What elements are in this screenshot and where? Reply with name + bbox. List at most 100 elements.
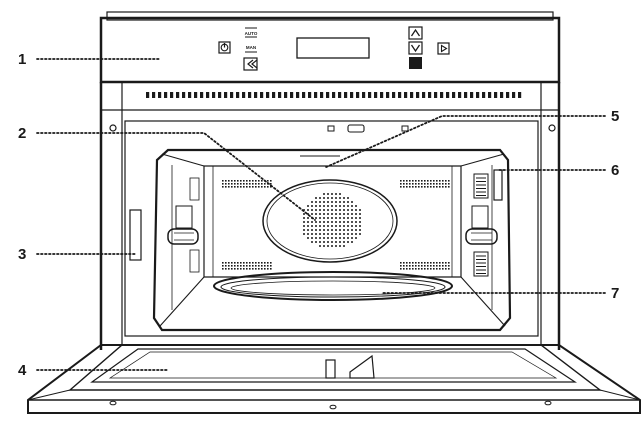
back-button[interactable]	[243, 57, 258, 71]
fan-grill-hole	[315, 237, 317, 239]
fan-grill-hole	[327, 233, 329, 235]
fan-grill-hole	[323, 201, 325, 203]
grill-dot	[249, 183, 251, 185]
waveguide-cover	[493, 169, 503, 201]
vent-slot	[152, 92, 156, 98]
fan-grill-hole	[331, 229, 333, 231]
fan-grill-hole	[311, 237, 313, 239]
grill-dot	[415, 183, 417, 185]
grill-dot	[261, 183, 263, 185]
callout-6: 6	[611, 162, 619, 179]
grill-dot	[427, 268, 429, 270]
vent-slot	[170, 92, 174, 98]
grill-dot	[225, 265, 227, 267]
fan-grill-hole	[339, 237, 341, 239]
grill-dot	[225, 186, 227, 188]
grill-dot	[261, 268, 263, 270]
fan-grill-hole	[323, 225, 325, 227]
grill-dot	[267, 180, 269, 182]
grill-dot	[255, 265, 257, 267]
fan-grill-hole	[327, 201, 329, 203]
grill-dot	[231, 265, 233, 267]
fan-grill-hole	[355, 233, 357, 235]
power-button[interactable]	[218, 41, 231, 54]
fan-grill-hole	[323, 245, 325, 247]
vent-slot	[146, 92, 150, 98]
fan-grill-hole	[331, 245, 333, 247]
fan-grill-hole	[335, 225, 337, 227]
grill-dot	[237, 180, 239, 182]
vent-slot	[440, 92, 444, 98]
fan-grill-hole	[323, 197, 325, 199]
grill-dot	[267, 262, 269, 264]
fan-grill-hole	[327, 197, 329, 199]
fan-grill-hole	[319, 213, 321, 215]
grill-dot	[246, 265, 248, 267]
fan-grill-hole	[303, 229, 305, 231]
grill-dot	[264, 265, 266, 267]
grill-dot	[424, 180, 426, 182]
fan-grill-hole	[303, 221, 305, 223]
grill-dot	[412, 186, 414, 188]
grill-dot	[231, 268, 233, 270]
fan-grill-hole	[319, 209, 321, 211]
up-button[interactable]	[408, 26, 423, 40]
grill-dot	[421, 183, 423, 185]
callout-2: 2	[18, 125, 26, 142]
grill-dot	[270, 262, 272, 264]
fan-grill-hole	[315, 241, 317, 243]
grill-dot	[270, 186, 272, 188]
grill-dot	[436, 262, 438, 264]
fan-grill-hole	[351, 233, 353, 235]
ok-button[interactable]	[409, 57, 422, 69]
callout-4: 4	[18, 362, 27, 379]
grill-dot	[418, 183, 420, 185]
fan-grill-hole	[331, 205, 333, 207]
grill-dot	[237, 183, 239, 185]
grill-dot	[261, 262, 263, 264]
fan-grill-hole	[311, 241, 313, 243]
fan-grill-hole	[351, 237, 353, 239]
fan-grill-hole	[339, 225, 341, 227]
fan-grill-hole	[339, 201, 341, 203]
grill-dot	[267, 186, 269, 188]
grill-dot	[403, 268, 405, 270]
grill-dot	[231, 262, 233, 264]
down-button[interactable]	[408, 41, 423, 55]
door[interactable]	[27, 344, 641, 414]
vent-slot	[164, 92, 168, 98]
vent-slot	[356, 92, 360, 98]
right-vent-upper	[473, 173, 489, 199]
fan-grill-hole	[335, 217, 337, 219]
fan-grill-hole	[347, 201, 349, 203]
grill-dot	[234, 268, 236, 270]
fan-grill-hole	[335, 213, 337, 215]
grill-dot	[231, 180, 233, 182]
vent-strip	[146, 92, 522, 98]
vent-slot	[296, 92, 300, 98]
grill-dot	[448, 186, 450, 188]
grill-dot	[240, 268, 242, 270]
grill-dot	[252, 186, 254, 188]
fan-grill	[303, 193, 361, 247]
fan-cover	[262, 179, 398, 263]
fan-grill-hole	[315, 233, 317, 235]
fan-grill-hole	[355, 213, 357, 215]
grill-dot	[415, 262, 417, 264]
start-button[interactable]	[437, 42, 450, 55]
fan-grill-hole	[343, 205, 345, 207]
up-icon	[410, 28, 421, 37]
grill-dot	[234, 186, 236, 188]
grill-dot	[237, 268, 239, 270]
fan-grill-hole	[347, 225, 349, 227]
vent-slot	[458, 92, 462, 98]
grill-dot	[406, 180, 408, 182]
grill-dot	[240, 186, 242, 188]
fan-grill-hole	[347, 237, 349, 239]
grill-dot	[249, 262, 251, 264]
grill-dot	[442, 183, 444, 185]
fan-grill-hole	[311, 221, 313, 223]
grill-dot	[400, 183, 402, 185]
grill-dot	[243, 262, 245, 264]
fan-grill-hole	[311, 213, 313, 215]
